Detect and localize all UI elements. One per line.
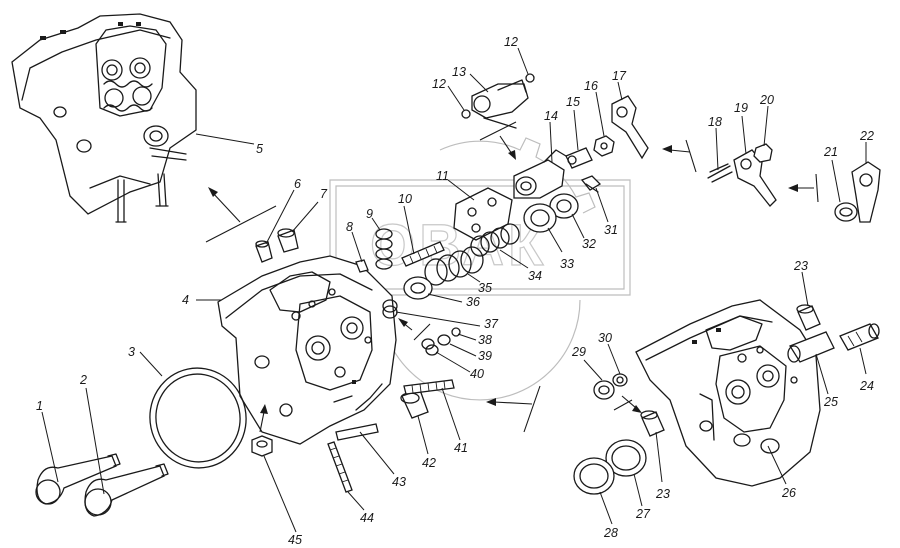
valve-1 xyxy=(35,453,121,505)
insert-29 xyxy=(593,380,615,400)
nut-20 xyxy=(753,143,773,163)
direction-arrow-center xyxy=(486,385,541,433)
cylinder-head-assembly-upper xyxy=(11,13,197,223)
callout-34: 34 xyxy=(528,269,542,283)
callout-13: 13 xyxy=(452,65,466,79)
callout-33: 33 xyxy=(560,257,574,271)
callout-41: 41 xyxy=(454,441,468,455)
stud-41 xyxy=(403,379,455,395)
callout-17: 17 xyxy=(612,69,627,83)
inner-spring-34 xyxy=(470,223,520,257)
spring-plate-36 xyxy=(403,276,433,300)
callout-25: 25 xyxy=(823,395,838,409)
cylinder-head-26 xyxy=(635,299,821,487)
valve-cap-7 xyxy=(277,228,299,253)
callout-4: 4 xyxy=(182,293,189,307)
callout-20: 20 xyxy=(759,93,774,107)
callout-38: 38 xyxy=(478,333,492,347)
callout-3: 3 xyxy=(128,345,135,359)
callout-19: 19 xyxy=(734,101,748,115)
callout-23-upper: 23 xyxy=(793,259,808,273)
callout-35: 35 xyxy=(478,281,492,295)
callout-44: 44 xyxy=(360,511,374,525)
callout-22: 22 xyxy=(859,129,874,143)
callout-2: 2 xyxy=(79,373,87,387)
callout-8: 8 xyxy=(346,220,353,234)
callout-42: 42 xyxy=(422,456,436,470)
valve-spring-9 xyxy=(375,228,393,270)
callout-43: 43 xyxy=(392,475,406,489)
direction-arrow-mid xyxy=(398,318,431,341)
spring-40 xyxy=(421,338,439,356)
valve-cap-6 xyxy=(255,240,273,263)
spring-18 xyxy=(707,163,733,183)
direction-arrow-13 xyxy=(479,121,517,160)
callout-31: 31 xyxy=(604,223,618,237)
sleeve-23-upper xyxy=(796,304,821,331)
callout-39: 39 xyxy=(478,349,492,363)
callout-11: 11 xyxy=(436,169,449,183)
plug-42 xyxy=(400,389,429,419)
valve-guide-25 xyxy=(787,331,835,363)
bushing-21 xyxy=(834,202,858,222)
callout-5: 5 xyxy=(256,142,263,156)
nut-45 xyxy=(251,435,273,457)
callout-40: 40 xyxy=(470,367,484,381)
callout-12-left: 12 xyxy=(432,77,446,91)
callout-36: 36 xyxy=(466,295,480,309)
rocker-arm-22 xyxy=(851,161,881,223)
direction-arrow-upper-left xyxy=(205,187,277,243)
callout-12-right: 12 xyxy=(504,35,518,49)
valve-guide-24 xyxy=(839,323,880,351)
callout-1: 1 xyxy=(36,399,43,413)
valve-stud-10 xyxy=(401,241,445,267)
stud-44 xyxy=(327,441,353,493)
spacer-15 xyxy=(565,147,593,169)
callout-9: 9 xyxy=(366,207,373,221)
seat-ring-27 xyxy=(605,439,647,477)
callout-45: 45 xyxy=(288,533,302,547)
callout-14: 14 xyxy=(544,109,558,123)
callout-27: 27 xyxy=(635,507,651,521)
cylinder-head-4 xyxy=(217,255,397,445)
callout-30: 30 xyxy=(598,331,612,345)
callout-23-lower: 23 xyxy=(655,487,670,501)
washer-12-right xyxy=(525,73,535,83)
callout-6: 6 xyxy=(294,177,301,191)
spring-seat-33 xyxy=(523,203,557,233)
callout-15: 15 xyxy=(566,95,580,109)
sleeve-23-lower xyxy=(640,410,665,437)
callout-21: 21 xyxy=(823,145,838,159)
outer-spring-35 xyxy=(424,246,484,286)
callout-37: 37 xyxy=(484,317,499,331)
washer-12-left xyxy=(461,109,471,119)
callout-28: 28 xyxy=(603,526,618,540)
callout-18: 18 xyxy=(708,115,722,129)
gasket-ring-3 xyxy=(149,367,247,469)
ring-38 xyxy=(451,327,461,337)
pin-43 xyxy=(335,423,379,441)
rocker-arm-17 xyxy=(611,95,649,160)
callout-7: 7 xyxy=(320,187,328,201)
callout-16: 16 xyxy=(584,79,598,93)
rocker-arm-14 xyxy=(513,149,567,199)
direction-arrow-lower-right xyxy=(613,395,642,413)
nut-16 xyxy=(593,135,615,157)
rocker-shaft-13 xyxy=(471,79,529,129)
direction-arrow-rocker xyxy=(788,173,819,203)
callout-29: 29 xyxy=(571,345,586,359)
bush-39 xyxy=(437,334,451,346)
washer-32 xyxy=(549,193,579,219)
washer-30 xyxy=(612,373,628,387)
spring-retainer-31 xyxy=(580,175,602,193)
valve-2 xyxy=(84,463,169,517)
callout-10: 10 xyxy=(398,192,412,206)
direction-arrow-upper-right xyxy=(662,139,697,173)
seat-ring-28 xyxy=(573,457,615,495)
callout-24: 24 xyxy=(859,379,874,393)
callout-32: 32 xyxy=(582,237,596,251)
callout-26: 26 xyxy=(781,486,796,500)
